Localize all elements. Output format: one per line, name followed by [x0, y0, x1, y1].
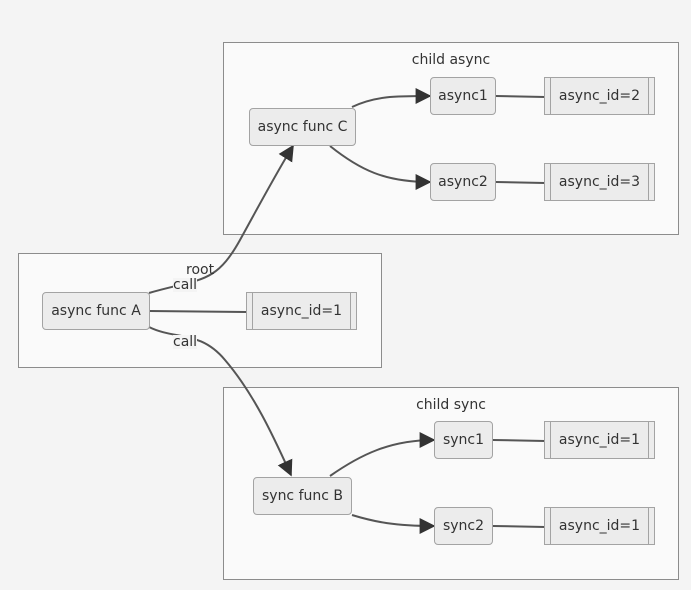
cluster-title-root: root [186, 262, 215, 278]
node-async-id-a[interactable]: async_id=1 [246, 292, 357, 330]
node-async-id-sync1[interactable]: async_id=1 [544, 421, 655, 459]
node-async2[interactable]: async2 [430, 163, 496, 201]
node-async-id-async2[interactable]: async_id=3 [544, 163, 655, 201]
node-async-func-a[interactable]: async func A [42, 292, 150, 330]
node-async-func-c[interactable]: async func C [249, 108, 356, 146]
cluster-title-child-async: child async [411, 52, 491, 68]
node-sync-func-b[interactable]: sync func B [253, 477, 352, 515]
node-async-id-sync2[interactable]: async_id=1 [544, 507, 655, 545]
edge-label-call-b: call [173, 334, 198, 350]
node-async1[interactable]: async1 [430, 77, 496, 115]
edge-label-call-c: call [173, 277, 198, 293]
node-sync1[interactable]: sync1 [434, 421, 493, 459]
node-async-id-async1[interactable]: async_id=2 [544, 77, 655, 115]
cluster-title-child-sync: child sync [416, 397, 486, 413]
node-sync2[interactable]: sync2 [434, 507, 493, 545]
